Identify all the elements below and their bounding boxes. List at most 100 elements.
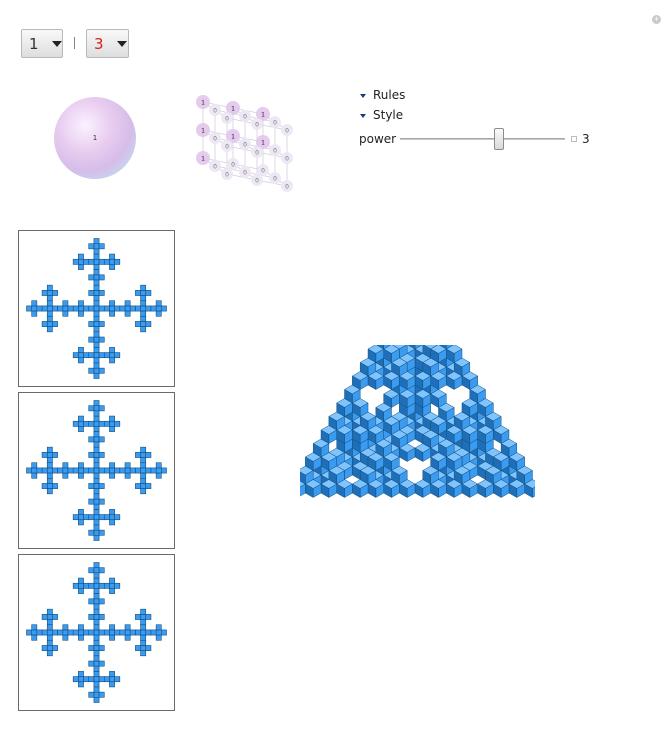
fractal-cell	[93, 467, 100, 474]
fractal-cell	[145, 290, 152, 296]
lattice-node-label: 0	[273, 120, 277, 127]
fractal-cell	[72, 629, 79, 636]
fractal-cell	[78, 300, 84, 307]
fractal-cell	[88, 352, 95, 359]
fractal-cell	[98, 567, 105, 574]
fractal-cell	[114, 582, 121, 589]
fractal-cell	[93, 562, 100, 568]
fractal-cell	[140, 310, 147, 317]
plus-icon[interactable]	[571, 136, 577, 142]
lattice-node-label: 0	[243, 170, 247, 177]
fractal-cell	[26, 629, 32, 636]
dropdown-left[interactable]: 1	[21, 29, 63, 58]
fractal-cell	[93, 488, 100, 495]
fractal-cell	[93, 420, 100, 427]
fractal-cell	[72, 676, 79, 683]
fractal-cell	[88, 514, 95, 521]
fractal-cell	[93, 315, 100, 322]
fractal-cell	[161, 305, 167, 312]
fractal-cube-face	[407, 345, 416, 350]
fractal-cell	[93, 498, 100, 505]
fractal-cube-face	[375, 443, 384, 458]
fractal-cell	[93, 634, 100, 641]
fractal-cell	[93, 519, 100, 526]
fractal-cell	[114, 629, 121, 636]
fractal-cell	[93, 426, 100, 432]
fractal-cell	[103, 467, 110, 474]
fractal-cell	[67, 305, 74, 312]
fractal-cell	[93, 295, 100, 302]
fractal-cell	[109, 472, 115, 479]
fractal-cell	[140, 295, 147, 302]
fractal-cell	[57, 629, 64, 636]
fractal-cell	[88, 467, 95, 474]
slider-label: power	[359, 132, 397, 146]
lattice-node	[281, 152, 293, 164]
fractal-cell	[140, 290, 147, 296]
fractal-cell	[93, 279, 100, 286]
fractal-cell	[140, 629, 147, 636]
fractal-cell	[88, 614, 95, 620]
slider-thumb[interactable]	[494, 128, 504, 150]
fractal-cell	[72, 305, 79, 312]
fractal-cell	[57, 305, 64, 312]
dropdown-right[interactable]: 3	[86, 29, 129, 58]
fractal-cell	[103, 629, 110, 636]
fractal-cell	[93, 321, 100, 327]
fractal-cell	[161, 629, 167, 636]
lattice-node	[257, 164, 269, 176]
lattice-node	[239, 166, 251, 178]
fractal-cell	[78, 629, 84, 636]
fractal-panel-1	[18, 230, 175, 387]
fractal-cell	[62, 629, 69, 636]
slider-track[interactable]	[400, 138, 565, 140]
fractal-cell	[36, 629, 43, 636]
fractal-cell	[41, 305, 48, 312]
fractal-cell	[31, 624, 38, 631]
fractal-cell	[155, 624, 162, 631]
fractal-cell	[46, 315, 53, 322]
style-opener[interactable]: Style	[360, 108, 403, 122]
fractal-cell	[72, 258, 79, 265]
rules-opener[interactable]: Rules	[360, 88, 405, 102]
fractal-cell	[78, 415, 84, 422]
lattice-node	[227, 158, 239, 170]
fractal-cell	[46, 300, 53, 307]
fractal-cube-face	[383, 345, 392, 350]
fractal-cell	[109, 300, 115, 307]
fractal-cell	[93, 436, 100, 443]
fractal-cell	[83, 467, 90, 474]
fractal-cell	[93, 300, 100, 307]
fractal-cell	[155, 629, 162, 636]
lattice-node	[281, 180, 293, 192]
fractal-cell	[93, 483, 100, 489]
fractal-cube-face	[485, 470, 494, 485]
lattice-node	[251, 146, 263, 158]
fractal-cell	[62, 472, 69, 479]
corner-info-icon[interactable]: +	[652, 15, 661, 24]
fractal-cell	[119, 629, 126, 636]
fractal-cell	[72, 514, 79, 521]
fractal-cube-face	[383, 393, 392, 408]
fractal-cube-face	[438, 443, 447, 458]
lattice-node-label: 0	[213, 136, 217, 143]
fractal-cell	[93, 405, 100, 412]
fractal-cell	[78, 310, 84, 317]
fractal-cell	[78, 509, 84, 515]
fractal-cell	[83, 676, 90, 683]
fractal-cell	[52, 483, 58, 489]
fractal-cube-face	[469, 389, 478, 404]
lattice-node-label: 1	[201, 156, 205, 163]
fractal-cube-face	[320, 429, 330, 444]
fractal-cell	[109, 426, 115, 432]
fractal-cube-face	[359, 362, 369, 377]
fractal-cell	[98, 336, 105, 343]
fractal-cell	[155, 305, 162, 312]
fractal-cell	[140, 472, 147, 479]
fractal-cell	[78, 347, 84, 353]
fractal-cell	[140, 452, 147, 458]
fractal-cell	[78, 681, 84, 688]
fractal-cell	[129, 629, 136, 636]
fractal-cell	[93, 619, 100, 626]
lattice-node	[209, 160, 221, 172]
